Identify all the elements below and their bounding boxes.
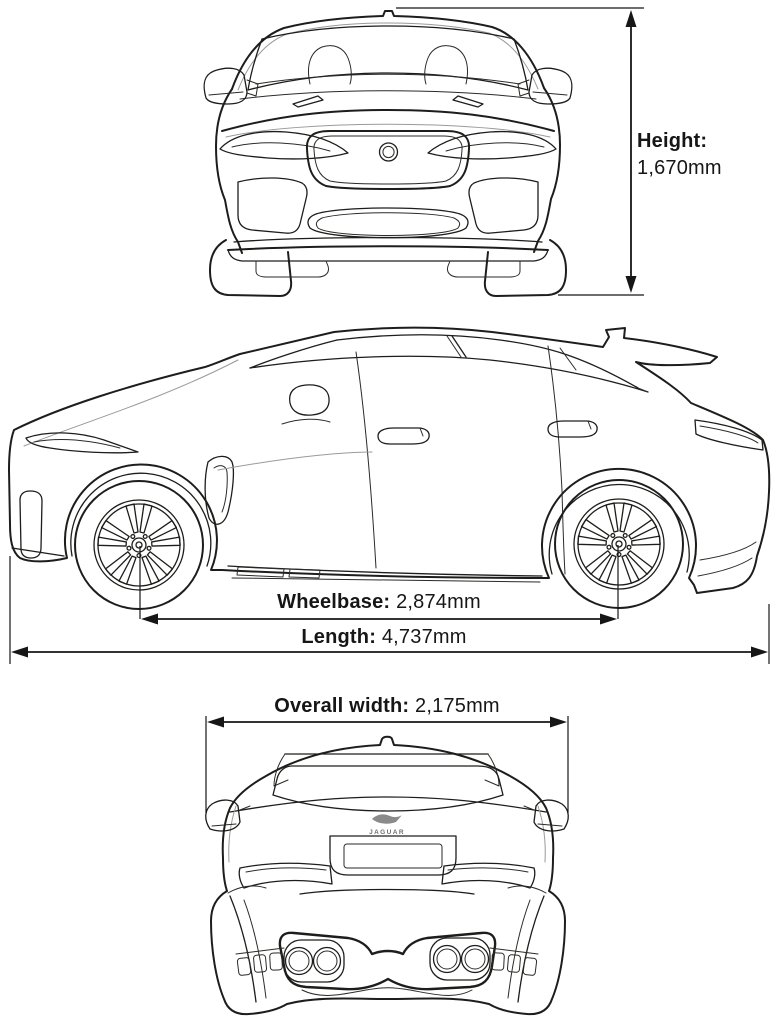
- arrow-left-icon: [11, 646, 28, 658]
- side-mirror: [281, 384, 331, 425]
- wheelbase-label: Wheelbase: 2,874mm: [140, 591, 618, 613]
- length-value-text: 4,737mm: [381, 626, 467, 648]
- rear-left-mirror: [205, 799, 251, 832]
- jaguar-leaper-icon: [372, 814, 402, 824]
- arrow-down-icon: [625, 276, 637, 293]
- front-right-intake: [468, 177, 539, 234]
- height-dimension: [396, 7, 644, 296]
- front-left-mirror: [203, 67, 259, 105]
- length-label-text: Length:: [301, 626, 377, 648]
- rear-window: [272, 765, 504, 812]
- side-headlight: [25, 432, 139, 454]
- license-plate-recess: [329, 835, 457, 876]
- side-front-wheel: [75, 481, 203, 609]
- height-value-text: 1,670mm: [637, 157, 722, 179]
- rear-right-taillight: [441, 862, 536, 889]
- right-hood-vent: [452, 95, 484, 108]
- rear-view-drawing: JAGUAR: [205, 735, 569, 1016]
- rear-door-handle: [547, 420, 598, 438]
- height-label: Height: 1,670mm: [637, 128, 722, 182]
- length-dimension: [9, 556, 770, 664]
- front-right-mirror: [517, 67, 573, 105]
- front-grille: [305, 130, 471, 190]
- wheelbase-value-text: 2,874mm: [396, 591, 481, 613]
- front-view-right-wheel: [483, 239, 567, 297]
- jaguar-badge-icon: [378, 142, 399, 162]
- side-taillight: [694, 419, 764, 451]
- height-label-text: Height:: [637, 130, 708, 152]
- front-right-headlight: [427, 130, 557, 160]
- front-door-handle: [377, 427, 430, 445]
- overall-width-dimension: [205, 716, 569, 813]
- overall-width-label-text: Overall width:: [274, 695, 410, 717]
- arrow-right-icon: [600, 613, 617, 625]
- exhaust-tip: [460, 944, 490, 974]
- overall-width-label: Overall width: 2,175mm: [206, 695, 568, 717]
- overall-width-value-text: 2,175mm: [415, 695, 500, 717]
- wheelbase-label-text: Wheelbase:: [277, 591, 391, 613]
- arrow-up-icon: [625, 10, 637, 27]
- arrow-left-icon: [141, 613, 158, 625]
- side-rear-wheel: [555, 480, 683, 608]
- front-view-drawing: [203, 10, 573, 297]
- right-diffuser-fins: [489, 947, 539, 976]
- rear-left-taillight: [238, 862, 333, 889]
- exhaust-assembly: [278, 931, 497, 991]
- right-headrest: [424, 45, 468, 85]
- front-windshield: [247, 25, 529, 91]
- arrow-right-icon: [550, 716, 567, 728]
- arrow-left-icon: [207, 716, 224, 728]
- length-label: Length: 4,737mm: [10, 626, 758, 648]
- wheelbase-dimension: [139, 545, 619, 625]
- tailgate-badge-text: JAGUAR: [369, 829, 405, 836]
- side-view-drawing: [8, 326, 771, 610]
- front-left-intake: [237, 177, 308, 234]
- left-hood-vent: [292, 95, 324, 108]
- arrow-right-icon: [751, 646, 768, 658]
- front-left-headlight: [219, 130, 349, 160]
- exhaust-tip: [312, 946, 342, 976]
- rear-right-mirror: [523, 799, 569, 832]
- exhaust-tip: [432, 944, 462, 974]
- front-air-dam: [307, 207, 469, 239]
- left-headrest: [308, 45, 352, 85]
- rear-spoiler: [273, 753, 500, 787]
- fender-vent: [204, 455, 235, 525]
- left-diffuser-fins: [235, 947, 285, 976]
- exhaust-tip: [284, 946, 314, 976]
- front-view-left-wheel: [209, 239, 293, 297]
